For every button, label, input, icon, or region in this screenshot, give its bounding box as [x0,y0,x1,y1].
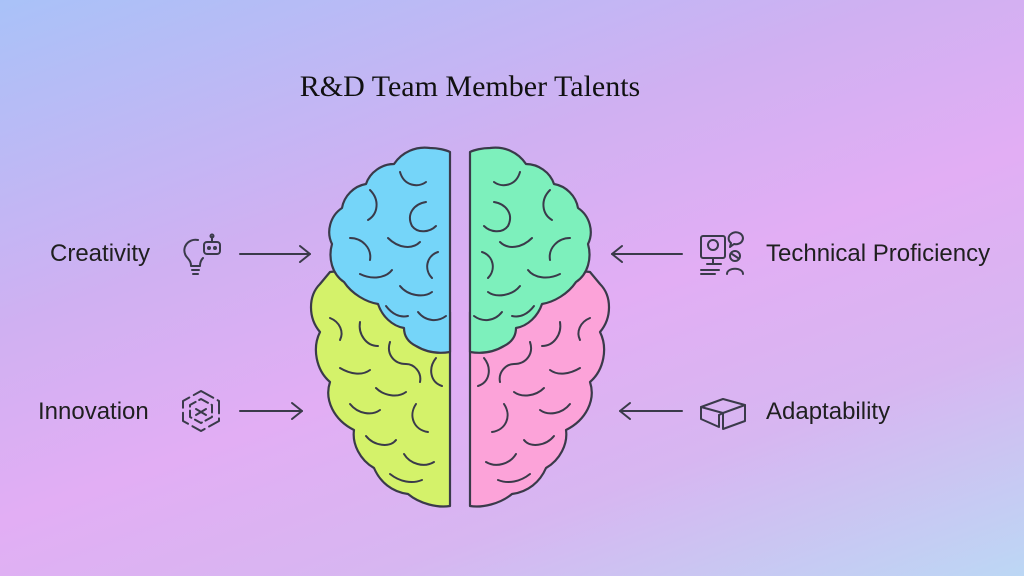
creativity-arrow [239,245,311,263]
diagram-title: R&D Team Member Talents [299,70,641,103]
lightbulb-robot-icon [183,233,221,275]
brain-folds [329,171,591,483]
innovation-arrow [239,402,303,420]
brain-diagram [309,146,611,508]
open-box-icon [700,398,746,430]
adaptability-arrow [619,402,683,420]
interlinked-hexagon-icon [182,390,220,432]
creativity-label: Creativity [50,240,151,267]
right-upper-lobe [468,146,592,354]
innovation-label: Innovation [38,398,149,425]
left-upper-lobe [328,146,452,354]
technical-proficiency-arrow [611,245,683,263]
technical-proficiency-label: Technical Proficiency [766,240,991,267]
computer-user-chat-icon [700,231,744,275]
adaptability-label: Adaptability [766,398,891,425]
